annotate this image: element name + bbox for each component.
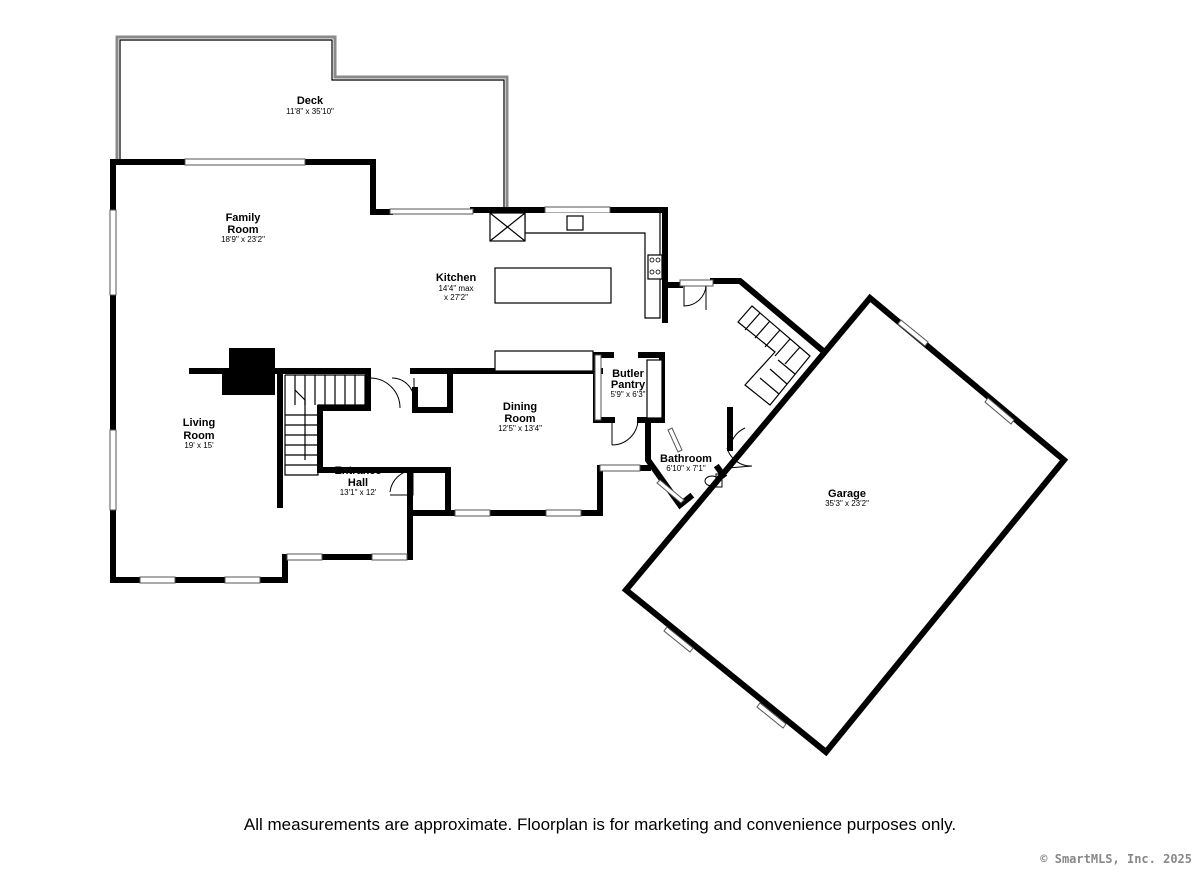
doors bbox=[369, 285, 753, 496]
living-room-name-2: Room bbox=[183, 430, 214, 442]
fireplace bbox=[222, 348, 275, 395]
butler-pantry-name-1: Butler bbox=[612, 368, 645, 380]
garage-walls bbox=[621, 293, 1069, 757]
room-label-deck: Deck 11'8" x 35'10" bbox=[286, 95, 334, 116]
family-room-name-1: Family bbox=[226, 212, 262, 224]
room-label-kitchen: Kitchen 14'4" max x 27'2" bbox=[436, 272, 477, 302]
toilet bbox=[704, 473, 723, 488]
room-label-entrance-hall: Entrance Hall 13'1" x 12' bbox=[334, 465, 381, 497]
bathroom-name: Bathroom bbox=[660, 453, 712, 465]
room-label-garage: Garage 35'3" x 23'2" bbox=[825, 488, 869, 508]
bathroom-dim: 6'10" x 7'1" bbox=[666, 464, 706, 473]
garage-dim: 35'3" x 23'2" bbox=[825, 499, 869, 508]
butler-pantry-dim: 5'9" x 6'3" bbox=[611, 390, 646, 399]
family-room-name-2: Room bbox=[227, 224, 258, 236]
entrance-hall-name-2: Hall bbox=[348, 477, 368, 489]
stairs bbox=[284, 305, 811, 476]
copyright-watermark: © SmartMLS, Inc. 2025 bbox=[1040, 852, 1192, 866]
kitchen-fixtures bbox=[489, 212, 663, 419]
deck-dim: 11'8" x 35'10" bbox=[286, 107, 334, 116]
garage-name: Garage bbox=[828, 488, 866, 500]
entrance-hall-dim: 13'1" x 12' bbox=[340, 488, 377, 497]
disclaimer-text: All measurements are approximate. Floorp… bbox=[243, 815, 957, 834]
room-label-butler-pantry: Butler Pantry 5'9" x 6'3" bbox=[611, 368, 646, 399]
room-label-living-room: Living Room 19' x 15' bbox=[183, 417, 215, 450]
kitchen-dim-2: x 27'2" bbox=[444, 293, 468, 302]
living-room-name-1: Living bbox=[183, 417, 215, 429]
windows bbox=[109, 158, 1015, 729]
deck-outline bbox=[115, 35, 509, 210]
deck-name: Deck bbox=[297, 95, 324, 107]
living-room-dim: 19' x 15' bbox=[184, 441, 214, 450]
kitchen-name: Kitchen bbox=[436, 272, 477, 284]
family-room-dim: 18'9" x 23'2" bbox=[221, 235, 265, 244]
entrance-hall-name-1: Entrance bbox=[334, 465, 381, 477]
dining-room-name-1: Dining bbox=[503, 401, 537, 413]
butler-pantry-name-2: Pantry bbox=[611, 379, 646, 391]
room-label-family-room: Family Room 18'9" x 23'2" bbox=[221, 212, 265, 244]
kitchen-dim-1: 14'4" max bbox=[438, 284, 473, 293]
room-label-bathroom: Bathroom 6'10" x 7'1" bbox=[660, 453, 712, 473]
dining-room-dim: 12'5" x 13'4" bbox=[498, 424, 542, 433]
dining-room-name-2: Room bbox=[504, 413, 535, 425]
room-label-dining-room: Dining Room 12'5" x 13'4" bbox=[498, 401, 542, 433]
